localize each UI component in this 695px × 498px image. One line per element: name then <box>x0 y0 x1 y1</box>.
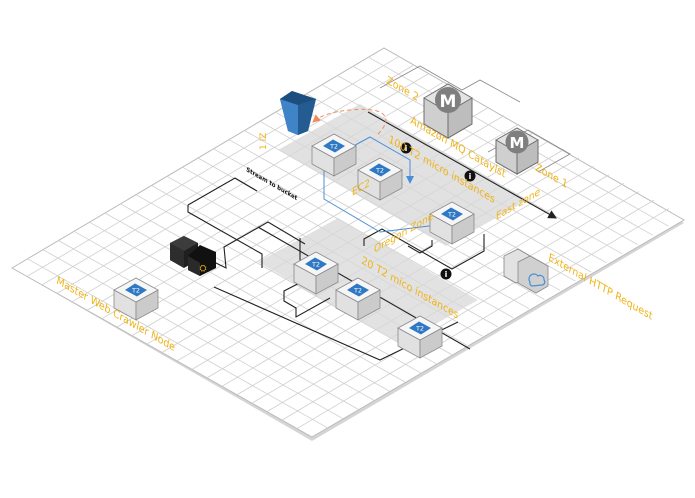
t2-instance-icon[interactable]: T2 <box>397 315 443 359</box>
t2-badge-label: T2 <box>447 211 456 219</box>
t2-badge-label: T2 <box>415 325 424 333</box>
amazon-mq-icon[interactable]: M <box>495 127 539 175</box>
s3-feedback-arrow <box>312 108 387 135</box>
t2-instance-icon[interactable]: T2 <box>113 277 159 321</box>
t2-badge-label: T2 <box>311 261 320 269</box>
s3-bucket-icon[interactable] <box>280 91 316 135</box>
crawler-glyph: ⛭ <box>199 264 206 274</box>
t2-badge-label: T2 <box>329 143 338 151</box>
t2-badge-label: T2 <box>353 287 362 295</box>
info-icon[interactable] <box>440 268 452 280</box>
t2-instance-icon[interactable]: T2 <box>335 277 381 321</box>
t2-badge-label: T2 <box>131 287 140 295</box>
mq-letter: M <box>510 134 525 152</box>
t2-instance-icon[interactable]: T2 <box>357 157 403 201</box>
crawler-gear-icon[interactable]: ⛭ <box>170 236 216 276</box>
http-request-icon[interactable] <box>503 248 549 294</box>
t2-instance-icon[interactable]: T2 <box>293 251 339 295</box>
t2-instance-icon[interactable]: T2 <box>311 133 357 177</box>
s3-zone-label: 1 IZ <box>259 133 269 150</box>
mq-letter: M <box>440 92 457 112</box>
t2-badge-label: T2 <box>375 167 384 175</box>
amazon-mq-icon[interactable]: M <box>423 83 473 139</box>
t2-instance-icon[interactable]: T2 <box>429 201 475 245</box>
